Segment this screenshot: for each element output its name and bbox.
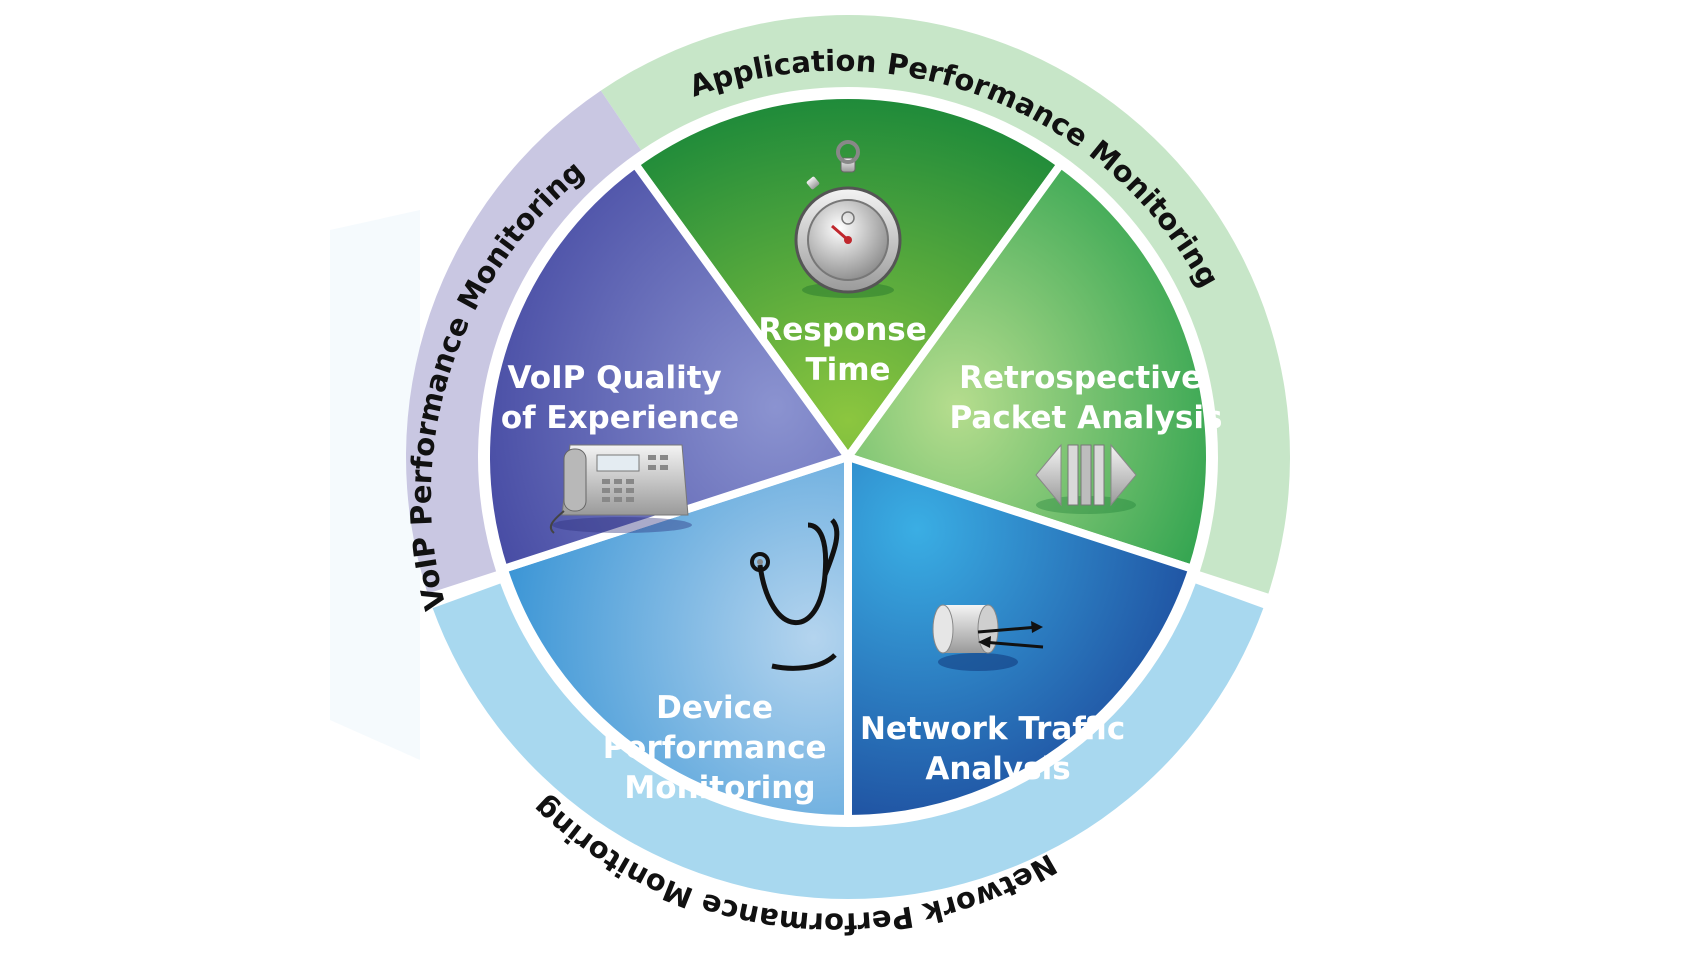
phone-icon (551, 445, 692, 533)
